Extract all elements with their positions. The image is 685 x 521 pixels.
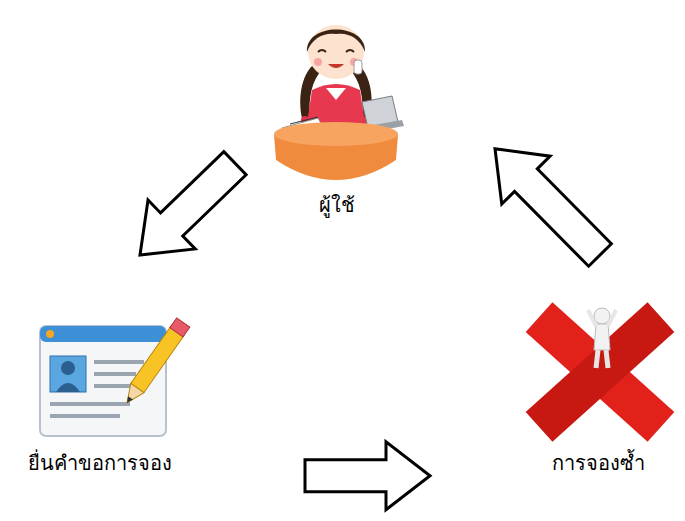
cycle-node: การจองซ้ำ — [430, 255, 680, 485]
node-label: ยื่นคำขอการจอง — [28, 450, 172, 476]
form-icon — [40, 318, 190, 436]
block-arrow — [305, 442, 430, 510]
cycle-node: ยื่นคำขอการจอง — [5, 255, 305, 485]
node-label: ผู้ใช้ — [319, 192, 355, 218]
block-arrow — [495, 149, 611, 266]
cross-icon — [526, 302, 675, 441]
cycle-node: ผู้ใช้ — [235, 0, 495, 240]
block-arrow — [140, 152, 246, 255]
node-label: การจองซ้ำ — [552, 450, 645, 476]
user-illustration — [274, 25, 404, 180]
